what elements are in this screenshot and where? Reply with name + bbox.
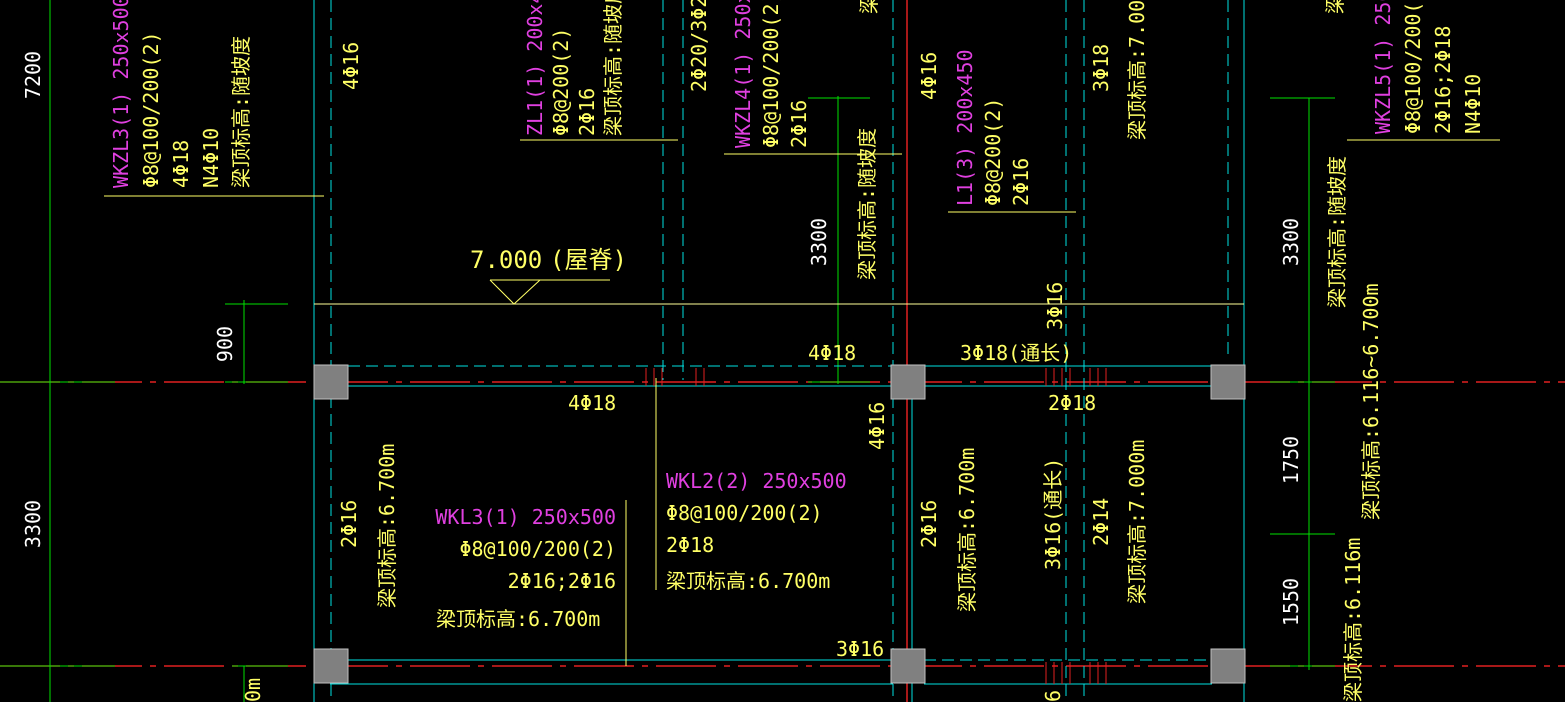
svg-text:Φ8@100/200(2): Φ8@100/200(2) xyxy=(666,501,823,525)
svg-text:梁顶标高:随坡度: 梁顶标高:随坡度 xyxy=(601,0,625,136)
svg-text:WKZL3(1) 250x500: WKZL3(1) 250x500 xyxy=(109,0,133,188)
dim-right-3300: 3300 xyxy=(1279,218,1303,266)
dim-left-7200: 7200 xyxy=(21,51,45,99)
elevation-label: 梁顶标高:随坡度 xyxy=(855,128,879,280)
rebar-label: 4Φ18 xyxy=(568,391,616,415)
annotation-wkzl4: WKZL4(1) 250x500 Φ8@100/200(2) 2Φ16 xyxy=(731,0,811,148)
svg-text:Φ8@100/200(2): Φ8@100/200(2) xyxy=(1401,0,1425,134)
annotation-wkl3: WKL3(1) 250x500 Φ8@100/200(2) 2Φ16;2Φ16 … xyxy=(435,505,616,631)
rebar-label: 3Φ16 xyxy=(1043,282,1067,330)
columns xyxy=(313,364,1246,684)
elevation-label: 梁顶标高:6.116m xyxy=(1341,538,1365,702)
column xyxy=(890,364,926,400)
rebar-label: 2Φ18 xyxy=(1048,391,1096,415)
svg-text:Φ8@100/200(2): Φ8@100/200(2) xyxy=(139,31,163,188)
svg-text:Φ8@100/200(2): Φ8@100/200(2) xyxy=(459,537,616,561)
dim-right-1750: 1750 xyxy=(1279,436,1303,484)
column xyxy=(1210,648,1246,684)
elevation-label: 梁顶标高:6.700m xyxy=(955,448,979,612)
dim-left-900: 900 xyxy=(213,326,237,362)
dim-mid-3300: 3300 xyxy=(807,218,831,266)
dim-right-1550: 1550 xyxy=(1279,578,1303,626)
dim-left-3300: 3300 xyxy=(21,500,45,548)
dimension-lines xyxy=(0,0,1335,702)
elevation-value: 7.000 xyxy=(470,246,542,274)
rebar-label: 4Φ16 xyxy=(339,42,363,90)
svg-text:Φ8@200(2): Φ8@200(2) xyxy=(549,28,573,136)
column xyxy=(890,648,926,684)
stirrup-ticks xyxy=(645,368,1107,684)
svg-text:2Φ16: 2Φ16 xyxy=(787,100,811,148)
svg-text:N4Φ10: N4Φ10 xyxy=(199,128,223,188)
svg-text:梁顶标高:随坡度: 梁顶标高:随坡度 xyxy=(229,36,253,188)
annotation-zl1: ZL1(1) 200x450 Φ8@200(2) 2Φ16 梁顶标高:随坡度 xyxy=(523,0,625,136)
cut-label: 梁 xyxy=(857,0,881,14)
svg-text:ZL1(1) 200x450: ZL1(1) 200x450 xyxy=(523,0,547,136)
svg-text:Φ8@200(2): Φ8@200(2) xyxy=(981,98,1005,206)
elevation-note: (屋脊) xyxy=(550,246,627,274)
svg-text:WKZL4(1) 250x500: WKZL4(1) 250x500 xyxy=(731,0,755,148)
svg-text:WKL3(1) 250x500: WKL3(1) 250x500 xyxy=(435,505,616,529)
svg-text:2Φ16;2Φ16: 2Φ16;2Φ16 xyxy=(508,569,616,593)
annotation-l1: L1(3) 200x450 Φ8@200(2) 2Φ16 xyxy=(953,49,1033,206)
elevation-label: 梁顶标高:7.000m xyxy=(1125,440,1149,604)
elevation-label-cut: 0m xyxy=(241,678,265,702)
svg-text:4Φ18: 4Φ18 xyxy=(169,140,193,188)
rebar-label: 4Φ16 xyxy=(865,402,889,450)
annotation-wkl2: WKL2(2) 250x500 Φ8@100/200(2) 2Φ18 梁顶标高:… xyxy=(666,469,847,593)
svg-text:2Φ18: 2Φ18 xyxy=(666,533,714,557)
svg-text:2Φ16: 2Φ16 xyxy=(1009,158,1033,206)
column xyxy=(1210,364,1246,400)
svg-text:梁顶标高:6.700m: 梁顶标高:6.700m xyxy=(436,607,600,631)
beam-lines xyxy=(313,0,1245,702)
svg-text:Φ8@100/200(2): Φ8@100/200(2) xyxy=(759,0,783,148)
elevation-label: 梁顶标高:6.700m xyxy=(375,444,399,608)
column xyxy=(313,648,349,684)
svg-text:L1(3) 200x450: L1(3) 200x450 xyxy=(953,49,977,206)
rebar-label: 4Φ18 xyxy=(808,341,856,365)
leader-lines xyxy=(104,139,1500,666)
elevation-label: 梁顶标高:随坡度 xyxy=(1325,156,1349,308)
elevation-label: 梁顶标高:7.000m xyxy=(1125,0,1149,140)
rebar-label: 3Φ16(通长) xyxy=(1041,458,1065,570)
svg-text:2Φ16;2Φ18: 2Φ16;2Φ18 xyxy=(1431,26,1455,134)
rebar-label: 2Φ16 xyxy=(917,500,941,548)
annotation-wkzl3: WKZL3(1) 250x500 Φ8@100/200(2) 4Φ18 N4Φ1… xyxy=(109,0,253,188)
rebar-label: 3Φ16 xyxy=(836,637,884,661)
cut-label: 梁 xyxy=(1323,0,1347,14)
svg-text:梁顶标高:6.700m: 梁顶标高:6.700m xyxy=(666,569,830,593)
svg-text:WKZL5(1) 250x500: WKZL5(1) 250x500 xyxy=(1371,0,1395,134)
svg-text:WKL2(2) 250x500: WKL2(2) 250x500 xyxy=(666,469,847,493)
rebar-label: 3Φ18 xyxy=(1089,44,1113,92)
rebar-label: 2Φ16 xyxy=(337,500,361,548)
cut-label: 6 xyxy=(1041,690,1065,702)
rebar-top-2d20: 2Φ20/3Φ25 xyxy=(687,0,711,92)
svg-text:2Φ16: 2Φ16 xyxy=(575,88,599,136)
rebar-label: 4Φ16 xyxy=(917,52,941,100)
rebar-label: 2Φ14 xyxy=(1089,498,1113,546)
column xyxy=(313,364,349,400)
rebar-label: 3Φ18(通长) xyxy=(960,341,1072,365)
annotation-wkzl5: WKZL5(1) 250x500 Φ8@100/200(2) 2Φ16;2Φ18… xyxy=(1371,0,1485,134)
elevation-label: 梁顶标高:6.116~6.700m xyxy=(1359,283,1383,520)
svg-text:N4Φ10: N4Φ10 xyxy=(1461,74,1485,134)
